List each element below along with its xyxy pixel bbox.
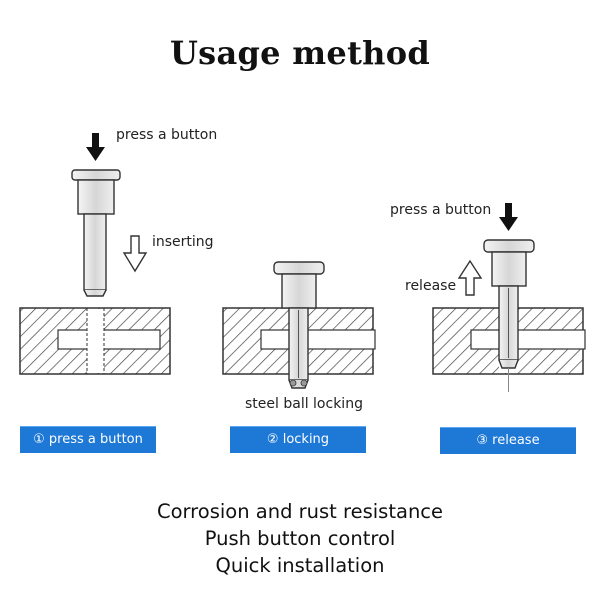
plate-1 [19,307,171,375]
pin-1 [71,169,121,297]
pin-2 [273,261,325,389]
label-press-a-button-left: press a button [116,127,217,143]
step-2-bar: ② locking [230,426,366,453]
feature-push-button: Push button control [204,527,396,550]
label-steel-ball-locking: steel ball locking [245,396,363,412]
label-release: release [405,278,456,294]
feature-list: Corrosion and rust resistance Push butto… [0,498,600,579]
hollow-down-arrow-icon [122,235,148,273]
label-press-a-button-right: press a button [390,202,491,218]
feature-corrosion: Corrosion and rust resistance [156,500,444,523]
label-inserting: inserting [152,234,214,250]
hollow-up-arrow-icon [457,259,483,296]
panel-3: press a button release [390,202,586,392]
step-1-bar: ① press a button [20,426,156,453]
step-3-bar: ③ release [440,427,576,454]
feature-quick-install: Quick installation [215,554,385,577]
panel-2: steel ball locking [222,261,376,412]
page-title: Usage method [169,34,431,72]
down-arrow-icon [86,133,105,161]
down-arrow-icon [499,203,518,231]
panel-1: press a button inserting [19,127,217,375]
pin-3 [483,239,535,392]
